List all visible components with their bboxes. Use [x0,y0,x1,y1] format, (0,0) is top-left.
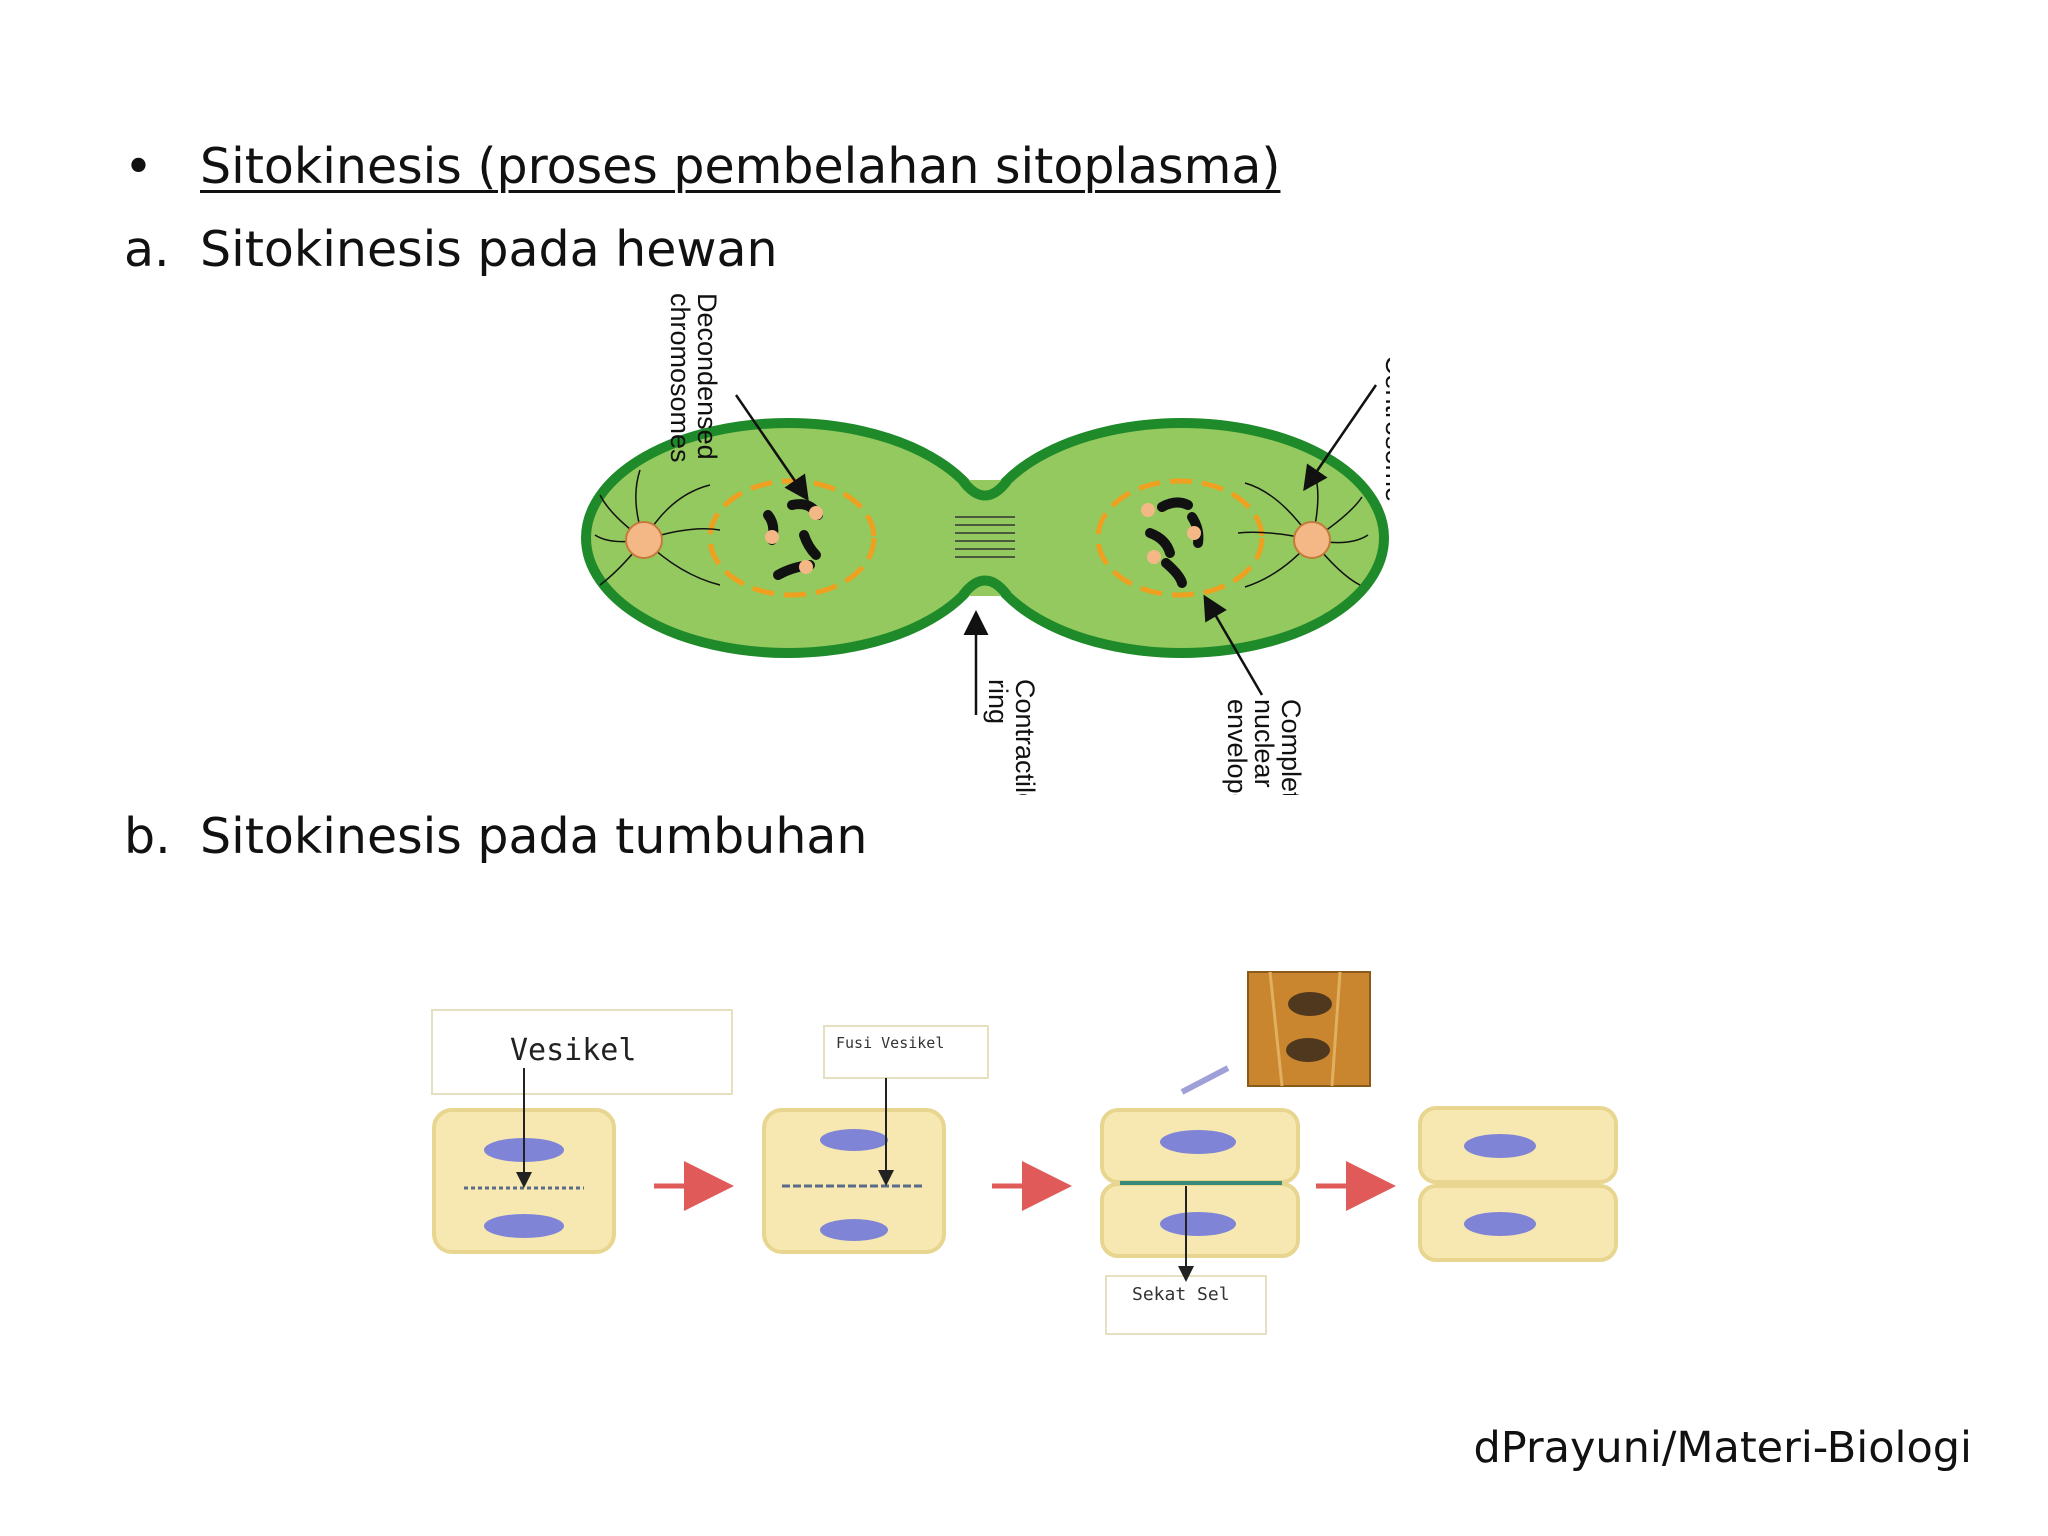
left-centrosome [625,521,663,559]
item-b-text: Sitokinesis pada tumbuhan [200,808,868,865]
micrograph-thumbnail [1247,971,1371,1087]
right-nuclear-envelope [1095,478,1265,598]
plant-cytokinesis-diagram: Vesikel Fusi Vesikel Sekat Sel [420,960,1630,1345]
label-sekat-sel: Sekat Sel [1132,1284,1230,1305]
contractile-ring-fibers [955,516,1015,558]
fusi-vesikel-label-box [823,1025,989,1079]
vesikel-label-box [431,1009,733,1095]
item-a-text: Sitokinesis pada hewan [200,221,778,278]
cell-2-nucleus-top [820,1129,888,1151]
label-contractile-2: ring [983,679,1013,724]
animal-cell-svg: Decondensed chromosomes Centrosome Contr… [581,293,1390,795]
cell-2-nucleus-bottom [820,1219,888,1241]
animal-cytokinesis-diagram: Decondensed chromosomes Centrosome Contr… [570,285,1390,795]
item-a-marker: a. [124,221,170,278]
label-envelope-3: envelope [1222,699,1252,795]
cell-1-nucleus-bottom [484,1214,564,1238]
slide-heading: Sitokinesis (proses pembelahan sitoplasm… [200,138,1281,195]
label-decondensed-2: chromosomes [665,293,695,463]
label-envelope-1: Complete [1276,699,1306,795]
right-centrosome [1293,521,1331,559]
label-decondensed-1: Decondensed [692,293,722,460]
label-fusi-vesikel: Fusi Vesikel [836,1034,944,1052]
plant-cells-svg: Vesikel Fusi Vesikel Sekat Sel [431,971,1618,1335]
item-b-marker: b. [124,808,171,865]
right-chromosomes [1145,497,1204,588]
plant-cell-2 [762,1108,946,1254]
label-envelope-2: nuclear [1249,699,1279,788]
label-centrosome: Centrosome [1380,355,1390,502]
slide-footer: dPrayuni/Materi-Biologi [1473,1423,1972,1473]
heading-bullet: • [124,138,153,195]
label-vesikel: Vesikel [510,1033,636,1068]
label-contractile-1: Contractile [1010,679,1040,795]
